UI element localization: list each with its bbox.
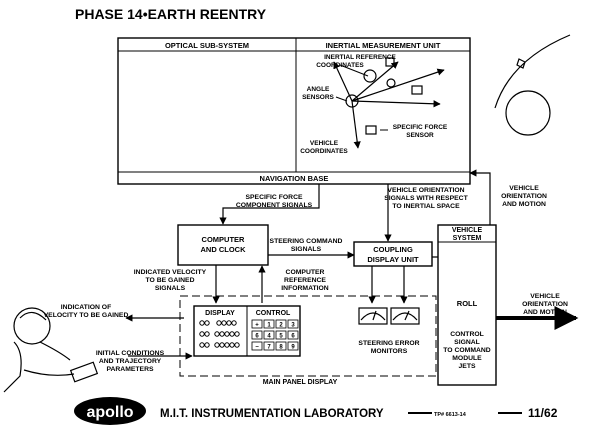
vom-right-line1: VEHICLE [530, 293, 560, 300]
dsky-display-label: DISPLAY [205, 310, 235, 317]
coupling-line2: DISPLAY UNIT [367, 255, 419, 264]
imu-inertial-ref-line1: INERTIAL REFERENCE [324, 54, 396, 61]
dsky-key-label: 4 [267, 334, 271, 340]
vom-right-line2: ORIENTATION [522, 301, 568, 308]
dsky-key [251, 330, 263, 340]
coupling-line1: COUPLING [373, 245, 413, 254]
dsky-key [263, 319, 275, 329]
dsky-key [275, 341, 287, 351]
dsky-key [287, 341, 299, 351]
imu-sf-line1: SPECIFIC FORCE [393, 124, 448, 131]
veh-orient-line1: VEHICLE ORIENTATION [387, 187, 464, 194]
ind-vel-line1: INDICATED VELOCITY [134, 269, 207, 276]
vehicle-system-box [437, 224, 497, 386]
vom-right-line3: AND MOTION [523, 309, 567, 316]
dsky-key [287, 330, 299, 340]
vehicle-system-line2: SYSTEM [453, 235, 482, 242]
ctrl-sig-line3: TO COMMAND [443, 347, 491, 354]
imu-sf-line2: SENSOR [406, 132, 434, 139]
navigation-base-label: NAVIGATION BASE [260, 174, 329, 183]
dsky-control-label: CONTROL [256, 310, 291, 317]
roll-label: ROLL [457, 299, 478, 308]
computer-and-clock-box [177, 224, 269, 266]
vom-top-line3: AND MOTION [502, 201, 546, 208]
dsky-key-label: 6 [255, 334, 259, 340]
ind-vbg-line2: VELOCITY TO BE GAINED [44, 312, 129, 319]
steer-err-line1: STEERING ERROR [358, 340, 419, 347]
imu-label: INERTIAL MEASUREMENT UNIT [326, 41, 441, 50]
dsky-keypad: +1 2 3 6 4 5 6 − 7 8 9 [251, 319, 299, 351]
init-line2: AND TRAJECTORY [99, 358, 162, 365]
apollo-logo-text: apollo [86, 404, 133, 421]
dsky-display-digits [199, 320, 240, 348]
dsky-key [275, 330, 287, 340]
steer-cmd-line2: SIGNALS [291, 246, 322, 253]
ind-vbg-line1: INDICATION OF [61, 304, 111, 311]
computer-line1: COMPUTER [202, 235, 246, 244]
vom-top-line2: ORIENTATION [501, 193, 547, 200]
navigation-frame [117, 37, 471, 185]
imu-veh-line2: COORDINATES [300, 148, 348, 155]
lab-name: M.I.T. INSTRUMENTATION LABORATORY [160, 408, 384, 420]
dsky-key-label: 3 [291, 323, 295, 329]
ind-vel-line3: SIGNALS [155, 285, 186, 292]
steering-error-monitors [358, 307, 420, 325]
imu-inertial-ref-line2: COORDINATES [316, 62, 364, 69]
dsky-key-label: + [255, 323, 259, 329]
sf-comp-line1: SPECIFIC FORCE [245, 194, 302, 201]
dsky-key [287, 319, 299, 329]
computer-line2: AND CLOCK [201, 245, 247, 254]
veh-orient-line3: TO INERTIAL SPACE [392, 203, 460, 210]
init-line3: PARAMETERS [106, 366, 154, 373]
ctrl-sig-line5: JETS [459, 363, 476, 370]
imu-veh-line1: VEHICLE [310, 140, 339, 147]
optical-subsystem-label: OPTICAL SUB-SYSTEM [165, 41, 249, 50]
date-label: 11/62 [528, 406, 558, 420]
dsky-key-label: 7 [267, 345, 271, 351]
dsky-key-label: 9 [291, 345, 295, 351]
sf-comp-line2: COMPONENT SIGNALS [236, 202, 313, 209]
init-line1: INITIAL CONDITIONS [96, 350, 165, 357]
imu-illustration [333, 57, 445, 149]
ref-number: TP# 6613-14 [434, 412, 467, 418]
dsky-key-label: 8 [279, 345, 283, 351]
ind-vel-line2: TO BE GAINED [146, 277, 195, 284]
dsky-key [263, 341, 275, 351]
dsky-key [251, 341, 263, 351]
dsky-key-label: 5 [279, 334, 283, 340]
imu-angle-line1: ANGLE [307, 86, 330, 93]
ctrl-sig-line2: SIGNAL [454, 339, 480, 346]
steer-err-line2: MONITORS [371, 348, 408, 355]
vom-top-line1: VEHICLE [509, 185, 539, 192]
steer-cmd-line1: STEERING COMMAND [270, 238, 343, 245]
main-panel-display-label: MAIN PANEL DISPLAY [263, 379, 338, 386]
diagram-title: PHASE 14•EARTH REENTRY [75, 6, 267, 22]
coupling-display-unit-box [353, 241, 433, 267]
dsky-key [263, 330, 275, 340]
comp-ref-line3: INFORMATION [281, 285, 329, 292]
veh-orient-line2: SIGNALS WITH RESPECT [384, 195, 468, 202]
comp-ref-line1: COMPUTER [286, 269, 325, 276]
dsky-key [251, 319, 263, 329]
astronaut-illustration [3, 307, 99, 393]
dsky-key-label: − [255, 345, 259, 351]
apollo-logo [74, 397, 146, 425]
ctrl-sig-line4: MODULE [452, 355, 482, 362]
vehicle-system-line1: VEHICLE [452, 227, 483, 234]
dsky-key [275, 319, 287, 329]
ctrl-sig-line1: CONTROL [450, 331, 484, 338]
dsky-key-label: 2 [279, 323, 283, 329]
main-panel-display-frame [179, 295, 437, 377]
reentry-trajectory-sketch [494, 34, 571, 136]
imu-angle-line2: SENSORS [302, 94, 334, 101]
dsky-key-label: 1 [267, 323, 271, 329]
dsky-key-label: 6 [291, 334, 295, 340]
comp-ref-line2: REFERENCE [284, 277, 326, 284]
